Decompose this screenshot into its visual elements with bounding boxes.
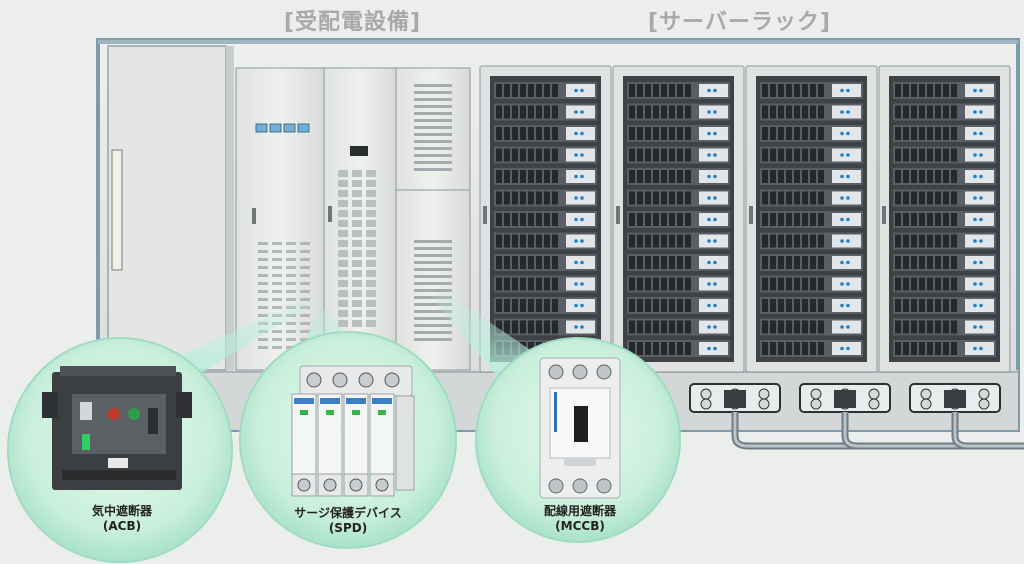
server-racks — [479, 65, 1011, 373]
header-power-equipment: [受配電設備] — [284, 10, 422, 35]
entry-door — [107, 45, 234, 371]
callout-label-spd: サージ保護デバイス (SPD) — [268, 506, 428, 536]
molded-case-circuit-breaker-icon — [539, 357, 621, 499]
callout-name-mccb: 配線用遮断器 — [543, 504, 616, 518]
callout-abbr-acb: (ACB) — [102, 519, 142, 533]
callout-abbr-mccb: (MCCB) — [555, 519, 605, 533]
callout-beam-acb — [150, 300, 310, 380]
surge-protective-device-icon — [291, 365, 415, 497]
callout-label-acb: 気中遮断器 (ACB) — [62, 504, 182, 534]
callout-label-mccb: 配線用遮断器 (MCCB) — [520, 504, 640, 534]
cable-trays — [689, 383, 1024, 450]
callout-name-acb: 気中遮断器 — [91, 504, 152, 518]
air-circuit-breaker-icon — [42, 366, 192, 490]
header-server-rack: [サーバーラック] — [648, 10, 831, 35]
callout-name-spd: サージ保護デバイス — [294, 506, 402, 520]
callout-abbr-spd: (SPD) — [328, 521, 368, 535]
